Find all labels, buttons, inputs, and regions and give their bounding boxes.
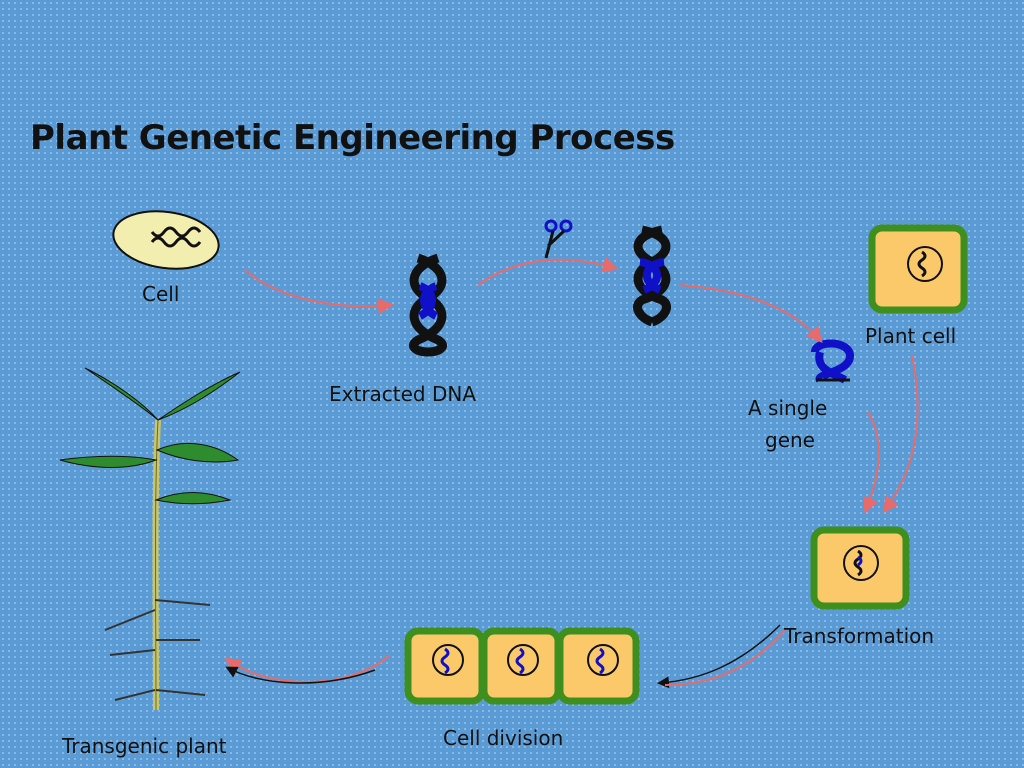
- arrow-transformation-to-division-red: [664, 629, 786, 686]
- label-extracted-dna: Extracted DNA: [329, 382, 477, 406]
- plant-cell-icon: [868, 224, 968, 314]
- cell-icon: [112, 210, 220, 270]
- process-arrows: [224, 256, 919, 689]
- arrow-plantcell-to-transformation: [882, 354, 919, 514]
- single-gene-icon: [811, 339, 855, 384]
- label-single-gene-line2: gene: [765, 428, 815, 452]
- extracted-dna-icon: [409, 253, 447, 357]
- label-cell: Cell: [142, 282, 180, 306]
- label-single-gene-line1: A single: [748, 396, 828, 420]
- diagram-title: Plant Genetic Engineering Process: [30, 118, 675, 158]
- label-transformation: Transformation: [784, 624, 935, 648]
- label-plant-cell: Plant cell: [865, 324, 957, 348]
- arrow-dna-to-cut: [477, 256, 619, 286]
- arrow-cut-to-gene: [679, 284, 823, 344]
- arrow-gene-to-transformation: [863, 411, 880, 514]
- cut-dna-icon: [633, 225, 671, 327]
- label-cell-division: Cell division: [443, 726, 564, 750]
- transformed-cell-icon: [810, 526, 910, 610]
- arrow-division-to-plant: [224, 654, 391, 683]
- arrow-transformation-to-division: [657, 624, 781, 689]
- label-transgenic-plant: Transgenic plant: [62, 734, 227, 758]
- dividing-cells-icon: [404, 627, 640, 705]
- arrow-cell-to-dna: [244, 269, 394, 315]
- transgenic-plant-icon: [59, 367, 241, 711]
- scissors-icon: [544, 219, 573, 259]
